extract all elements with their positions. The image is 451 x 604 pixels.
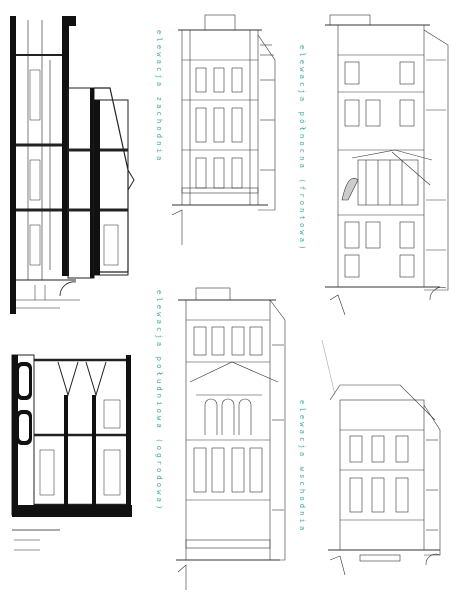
east-elevation-drawing: [321, 339, 441, 576]
section-drawing-a: [10, 16, 135, 314]
section-drawing-b: [11, 354, 132, 551]
north-elevation-drawing: [325, 14, 449, 316]
label-east-elevation: elewacja wschodnia: [298, 400, 306, 534]
label-south-elevation: elewacja południowa (ogrodowa): [155, 290, 163, 513]
west-elevation-drawing: [171, 14, 276, 245]
south-elevation-drawing: [176, 287, 286, 590]
label-west-elevation: elewacja zachodnia: [155, 30, 163, 164]
label-north-elevation: elewacja północna (frontowa): [298, 45, 306, 253]
